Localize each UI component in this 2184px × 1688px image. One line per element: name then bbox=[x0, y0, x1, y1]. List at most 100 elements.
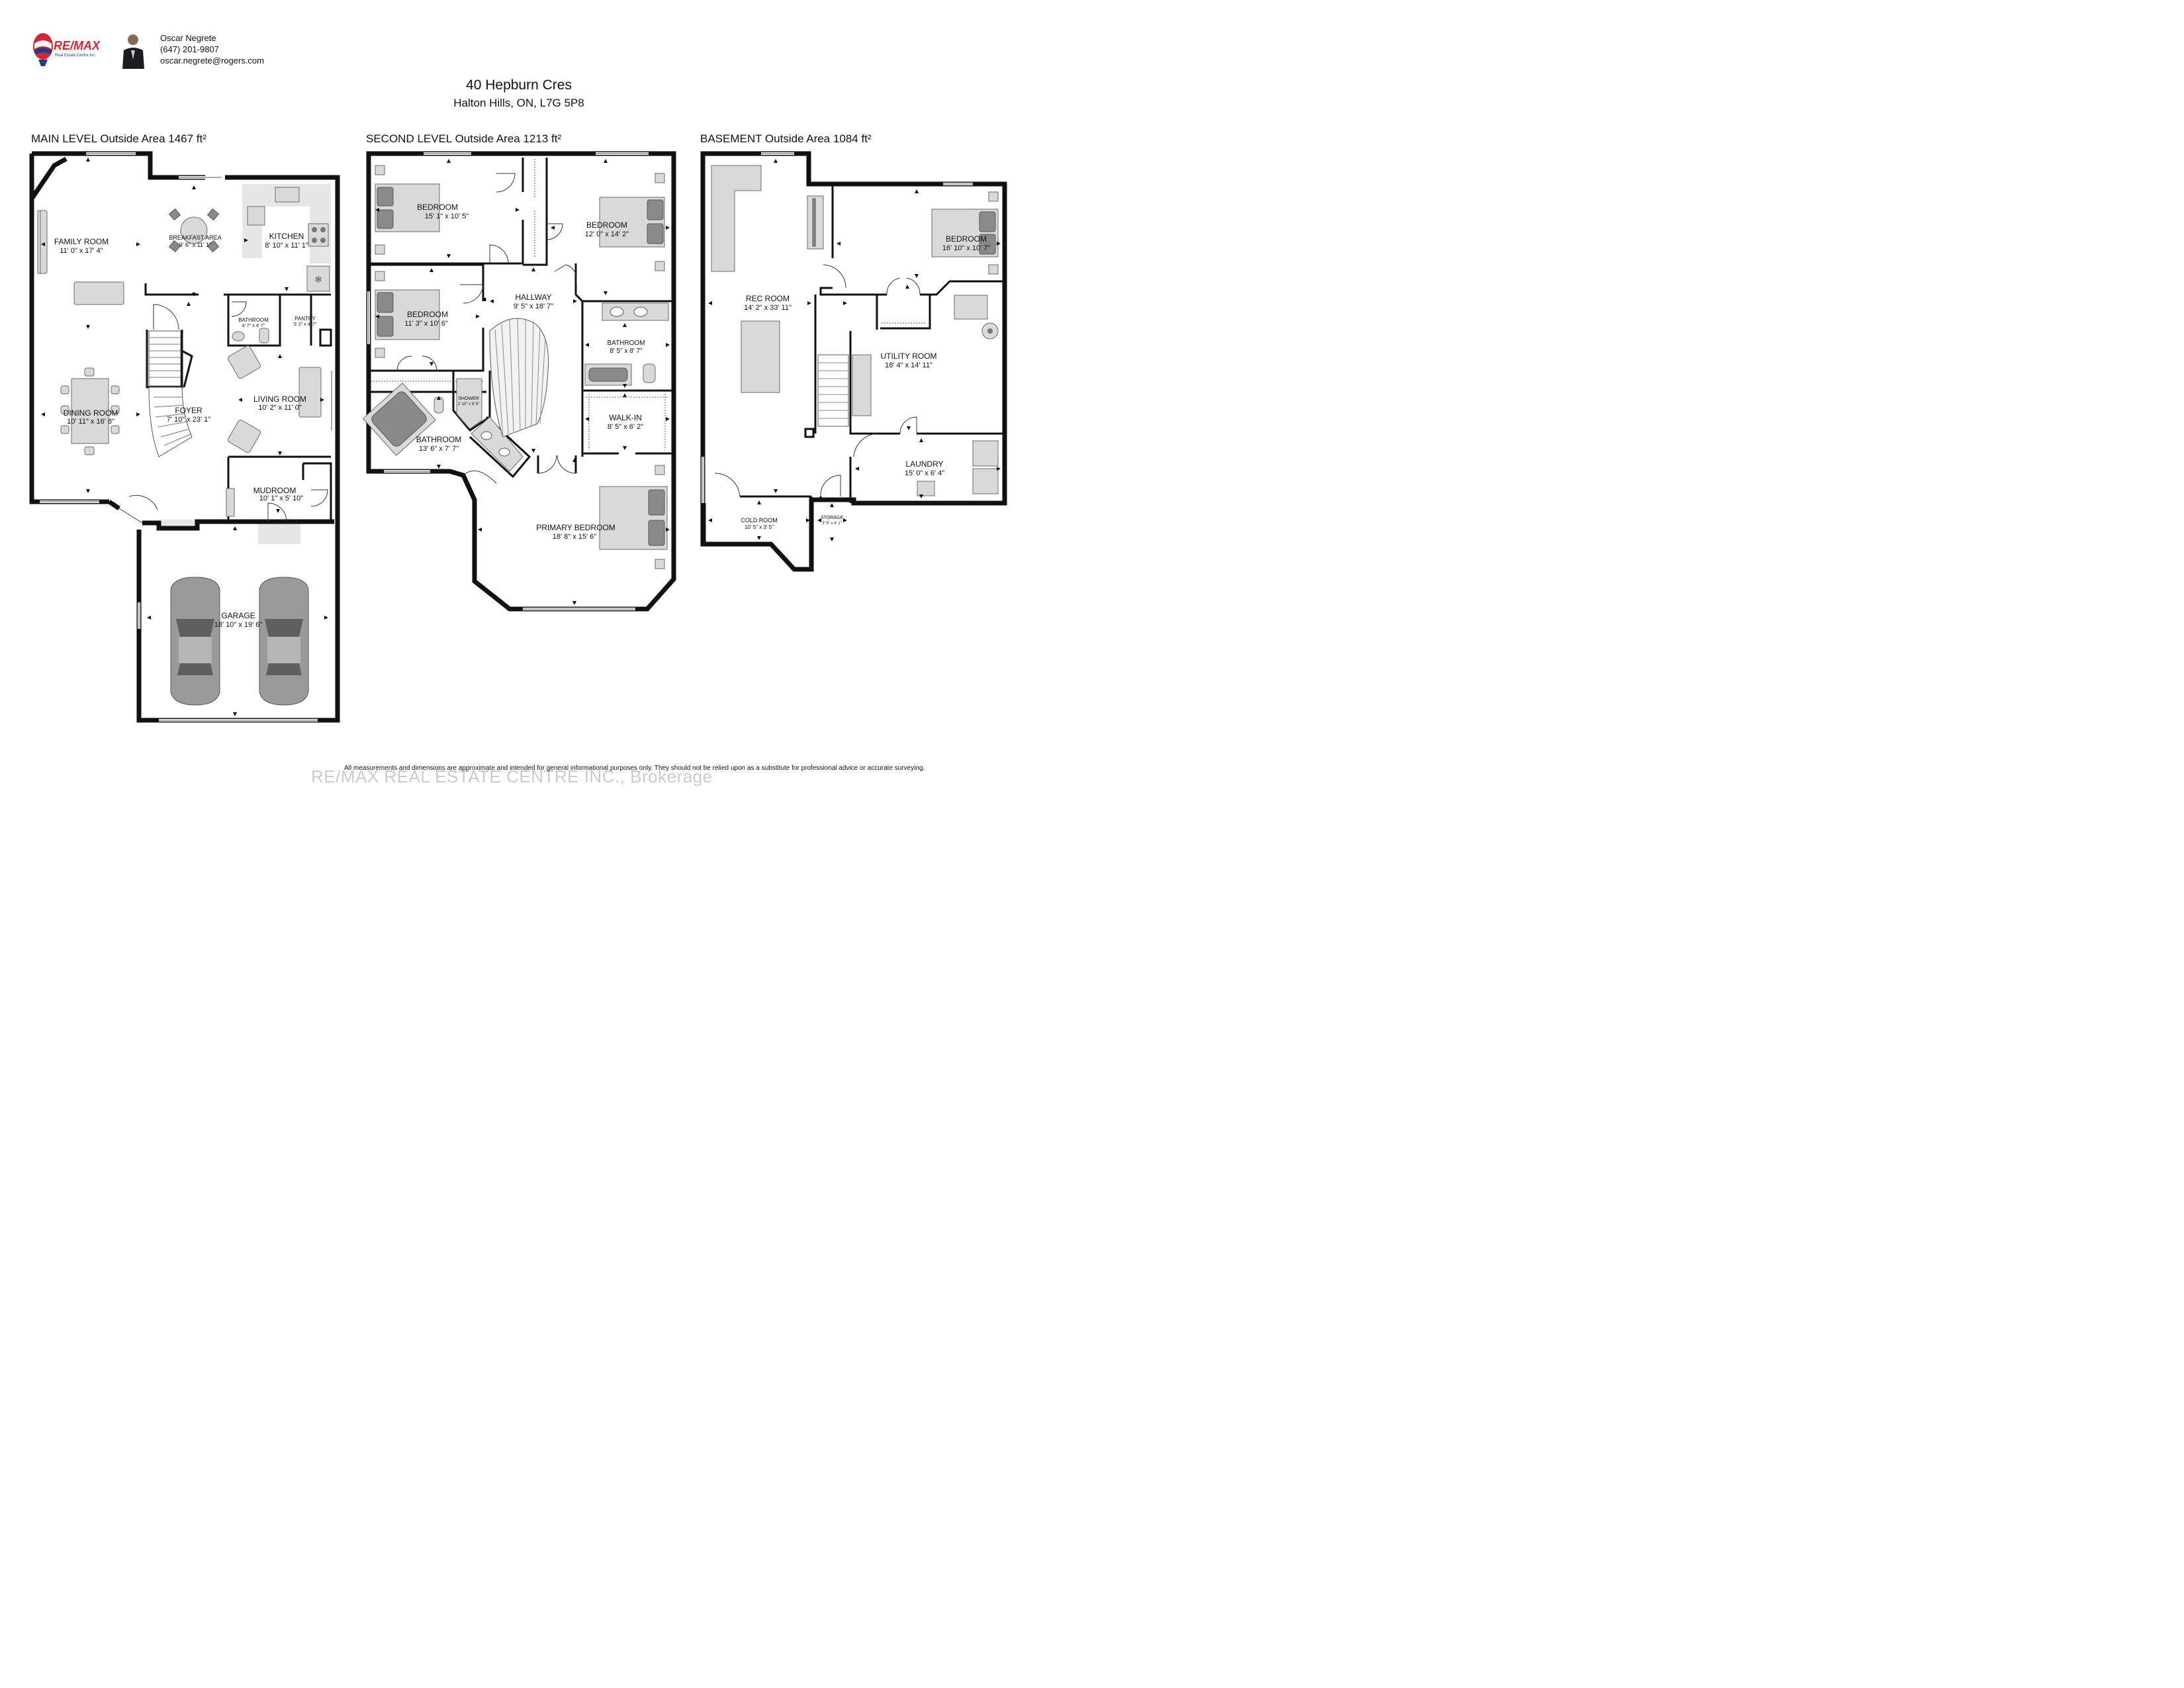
room-dims: 11' 0" x 17' 4" bbox=[60, 247, 103, 255]
main-level-heading: MAIN LEVEL Outside Area 1467 ft² bbox=[31, 132, 206, 145]
room-label: WALK-IN bbox=[609, 413, 642, 422]
support-post bbox=[804, 428, 815, 438]
door bbox=[463, 470, 497, 484]
garage-front-wall bbox=[142, 519, 334, 531]
door bbox=[820, 475, 841, 497]
door bbox=[899, 416, 917, 434]
room-dims: 16' 10" x 10' 7" bbox=[942, 244, 991, 252]
family-loveseat bbox=[73, 281, 124, 305]
room-label: UTILITY ROOM bbox=[880, 352, 936, 361]
room-label: PANTRY bbox=[295, 316, 316, 322]
kitchen-stove bbox=[308, 223, 329, 247]
basement-heading: BASEMENT Outside Area 1084 ft² bbox=[700, 132, 872, 145]
dimension-arrows bbox=[708, 159, 1001, 541]
door bbox=[460, 284, 484, 304]
closet-doors bbox=[886, 277, 921, 295]
door bbox=[267, 502, 287, 522]
property-address: 40 Hepburn Cres bbox=[466, 77, 572, 93]
door bbox=[489, 244, 509, 264]
second-staircase bbox=[489, 317, 549, 438]
sectional-sofa bbox=[711, 165, 762, 272]
logo-subtext: Real Estate Centre Inc. bbox=[55, 54, 96, 58]
closet-wall bbox=[880, 295, 931, 330]
room-dims: 9' 6" x 11' 1" bbox=[179, 242, 212, 248]
room-label: HALLWAY bbox=[515, 293, 551, 302]
living-armchair bbox=[228, 346, 261, 379]
agent-contact: Oscar Negrete (647) 201-9807 oscar.negre… bbox=[160, 32, 264, 66]
door bbox=[231, 301, 247, 317]
room-label: SHOWER bbox=[458, 397, 479, 401]
second-level-plan: BEDROOM 15' 1" x 10' 5" BEDROOM 12' 0" x… bbox=[362, 151, 676, 612]
powder-toilet bbox=[259, 328, 269, 344]
room-label: BEDROOM bbox=[586, 220, 627, 230]
room-label: BATHROOM bbox=[607, 340, 645, 347]
door bbox=[853, 433, 878, 457]
room-label: BEDROOM bbox=[946, 234, 987, 244]
room-dims: 2' 10" x 5' 6" bbox=[458, 402, 480, 406]
floor-plans: ❄ FAMILY ROOM 11' 0" x 17' 4" BREAKFAST … bbox=[29, 151, 1007, 723]
bay-corner bbox=[108, 500, 120, 510]
dryer bbox=[972, 440, 999, 467]
furnace bbox=[954, 295, 988, 320]
garage-car bbox=[259, 577, 309, 706]
room-dims: 10' 2" x 11' 0" bbox=[258, 404, 302, 412]
mudroom-shelf bbox=[226, 488, 235, 517]
door bbox=[554, 264, 577, 284]
brokerage-watermark: RE/MAX REAL ESTATE CENTRE INC., Brokerag… bbox=[311, 767, 713, 786]
room-dims: 12' 0" x 14' 2" bbox=[585, 230, 629, 238]
powder-sink bbox=[232, 331, 245, 342]
ensuite-vanity bbox=[471, 416, 523, 472]
room-dims: 18' 8" x 15' 6" bbox=[553, 533, 597, 541]
second-interior-walls bbox=[369, 158, 672, 479]
door bbox=[823, 264, 846, 289]
room-label: BATHROOM bbox=[416, 435, 461, 444]
room-dims: 15' 0" x 6' 4" bbox=[905, 469, 944, 477]
room-dims: 15' 1" x 10' 5" bbox=[425, 212, 469, 220]
basement-plan: BEDROOM 16' 10" x 10' 7" REC ROOM 14' 2"… bbox=[700, 151, 1007, 572]
room-label: BREAKFAST AREA bbox=[169, 234, 221, 241]
room-label: GARAGE bbox=[221, 611, 255, 620]
kitchen-island-stool bbox=[247, 206, 265, 226]
disclaimer: All measurements and dimensions are appr… bbox=[344, 765, 925, 772]
room-dims: 9' 5" x 18' 7" bbox=[514, 303, 553, 310]
svg-text:❄: ❄ bbox=[314, 275, 322, 285]
mudroom-bench bbox=[258, 523, 300, 544]
shower bbox=[456, 378, 482, 430]
room-dims: 5' 2" x 4' 7" bbox=[294, 322, 317, 327]
toilet bbox=[643, 363, 656, 383]
agent-phone[interactable]: (647) 201-9807 bbox=[160, 44, 219, 54]
room-dims: 10' 5" x 3' 5" bbox=[745, 524, 774, 530]
room-dims: 3' 5" x 4' 1" bbox=[822, 522, 842, 526]
dining-table bbox=[71, 378, 109, 444]
garage-car bbox=[170, 577, 220, 706]
stair-rail bbox=[181, 350, 193, 388]
room-dims: 18' 4" x 14' 11" bbox=[885, 361, 933, 369]
agent-photo bbox=[121, 30, 146, 69]
room-label: STORAGE bbox=[821, 516, 843, 520]
room-dims: 8' 5" x 8' 7" bbox=[610, 348, 643, 355]
agent-name: Oscar Negrete bbox=[160, 33, 216, 43]
agent-email[interactable]: oscar.negrete@rogers.com bbox=[160, 56, 264, 66]
room-dims: 11' 3" x 10' 6" bbox=[404, 320, 448, 328]
room-label: DINING ROOM bbox=[64, 408, 118, 418]
logo-wordmark: RE/MAX bbox=[54, 39, 101, 52]
laundry-sink bbox=[917, 481, 935, 496]
main-level-plan: ❄ FAMILY ROOM 11' 0" x 17' 4" BREAKFAST … bbox=[29, 151, 340, 723]
room-label: LIVING ROOM bbox=[253, 395, 306, 404]
room-label: LAUNDRY bbox=[905, 459, 943, 469]
room-label: BEDROOM bbox=[417, 203, 458, 212]
main-staircase bbox=[148, 330, 193, 457]
kitchen-sink bbox=[275, 187, 300, 203]
room-dims: 18' 10" x 19' 6" bbox=[214, 621, 263, 629]
washer bbox=[972, 468, 999, 494]
refrigerator bbox=[306, 265, 330, 292]
breakfast-table bbox=[180, 216, 208, 244]
dimension-arrows bbox=[41, 158, 328, 716]
living-sofa bbox=[298, 367, 322, 418]
living-armchair bbox=[228, 420, 261, 453]
pool-table bbox=[741, 320, 780, 393]
utility-shelf bbox=[852, 354, 872, 416]
double-door bbox=[537, 455, 576, 474]
basement-staircase bbox=[817, 354, 849, 427]
room-label: FOYER bbox=[175, 406, 203, 415]
